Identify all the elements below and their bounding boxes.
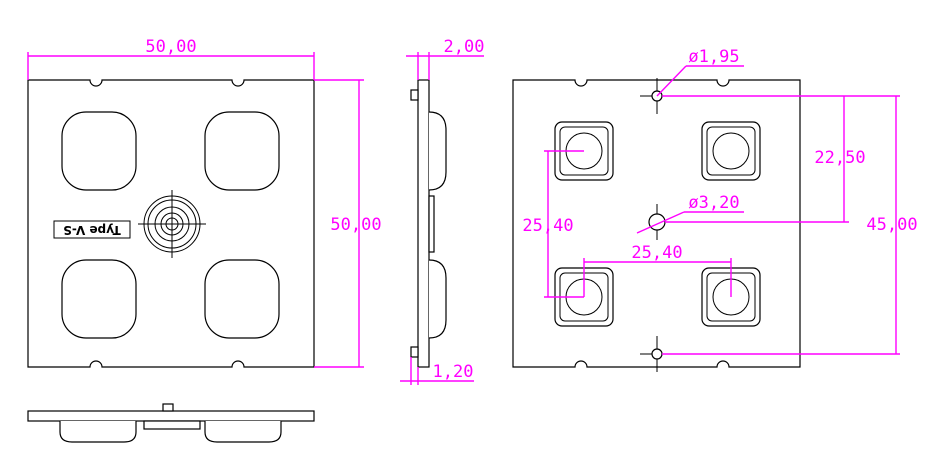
width-dimension: 50,00 <box>27 37 315 80</box>
type-label-box: Type V-S <box>53 220 131 239</box>
hole-center-dimension: ø3,20 <box>636 193 744 234</box>
center-boss <box>138 190 206 258</box>
half-height-dimension: 22,50 <box>662 95 900 223</box>
lens-bottom-left <box>61 259 137 339</box>
lens-bottom-right <box>204 259 280 339</box>
full-height-dim-text: 45,00 <box>866 215 917 235</box>
lens-top-left <box>61 111 137 191</box>
bottom-view <box>27 403 315 443</box>
half-height-dim-text: 22,50 <box>814 148 865 168</box>
base-dim-text: 1,20 <box>433 362 474 382</box>
hole-small-dim-text: ø1,95 <box>688 47 739 67</box>
vertical-pitch-dimension: 25,40 <box>522 150 584 298</box>
back-view: ø1,95 ø3,20 22,50 45,00 25,40 <box>512 47 918 372</box>
horizontal-pitch-dimension: 25,40 <box>583 243 732 297</box>
full-height-dimension: 45,00 <box>662 96 918 355</box>
side-lens-top <box>428 111 447 191</box>
side-view: 2,00 1,20 <box>400 37 484 385</box>
front-view: Type V-S 50,00 50,00 <box>27 37 382 368</box>
type-label-text: Type V-S <box>63 223 121 237</box>
hole-small-dimension: ø1,95 <box>656 47 744 97</box>
horizontal-pitch-dim-text: 25,40 <box>631 243 682 263</box>
bottom-plate <box>27 410 315 422</box>
side-plate <box>417 79 430 368</box>
height-dim-text: 50,00 <box>330 215 381 235</box>
thickness-dimension: 2,00 <box>406 37 484 80</box>
bottom-lens-right <box>204 421 282 443</box>
hole-center-dim-text: ø3,20 <box>688 193 739 213</box>
height-dimension: 50,00 <box>314 79 382 368</box>
led-pocket-top-right <box>701 121 761 181</box>
bottom-lens-left <box>59 421 137 443</box>
side-lens-bottom <box>428 259 447 339</box>
vertical-pitch-dim-text: 25,40 <box>522 216 573 236</box>
base-dimension: 1,20 <box>400 357 474 385</box>
thickness-dim-text: 2,00 <box>444 37 485 57</box>
width-dim-text: 50,00 <box>145 37 196 57</box>
lens-top-right <box>204 111 280 191</box>
